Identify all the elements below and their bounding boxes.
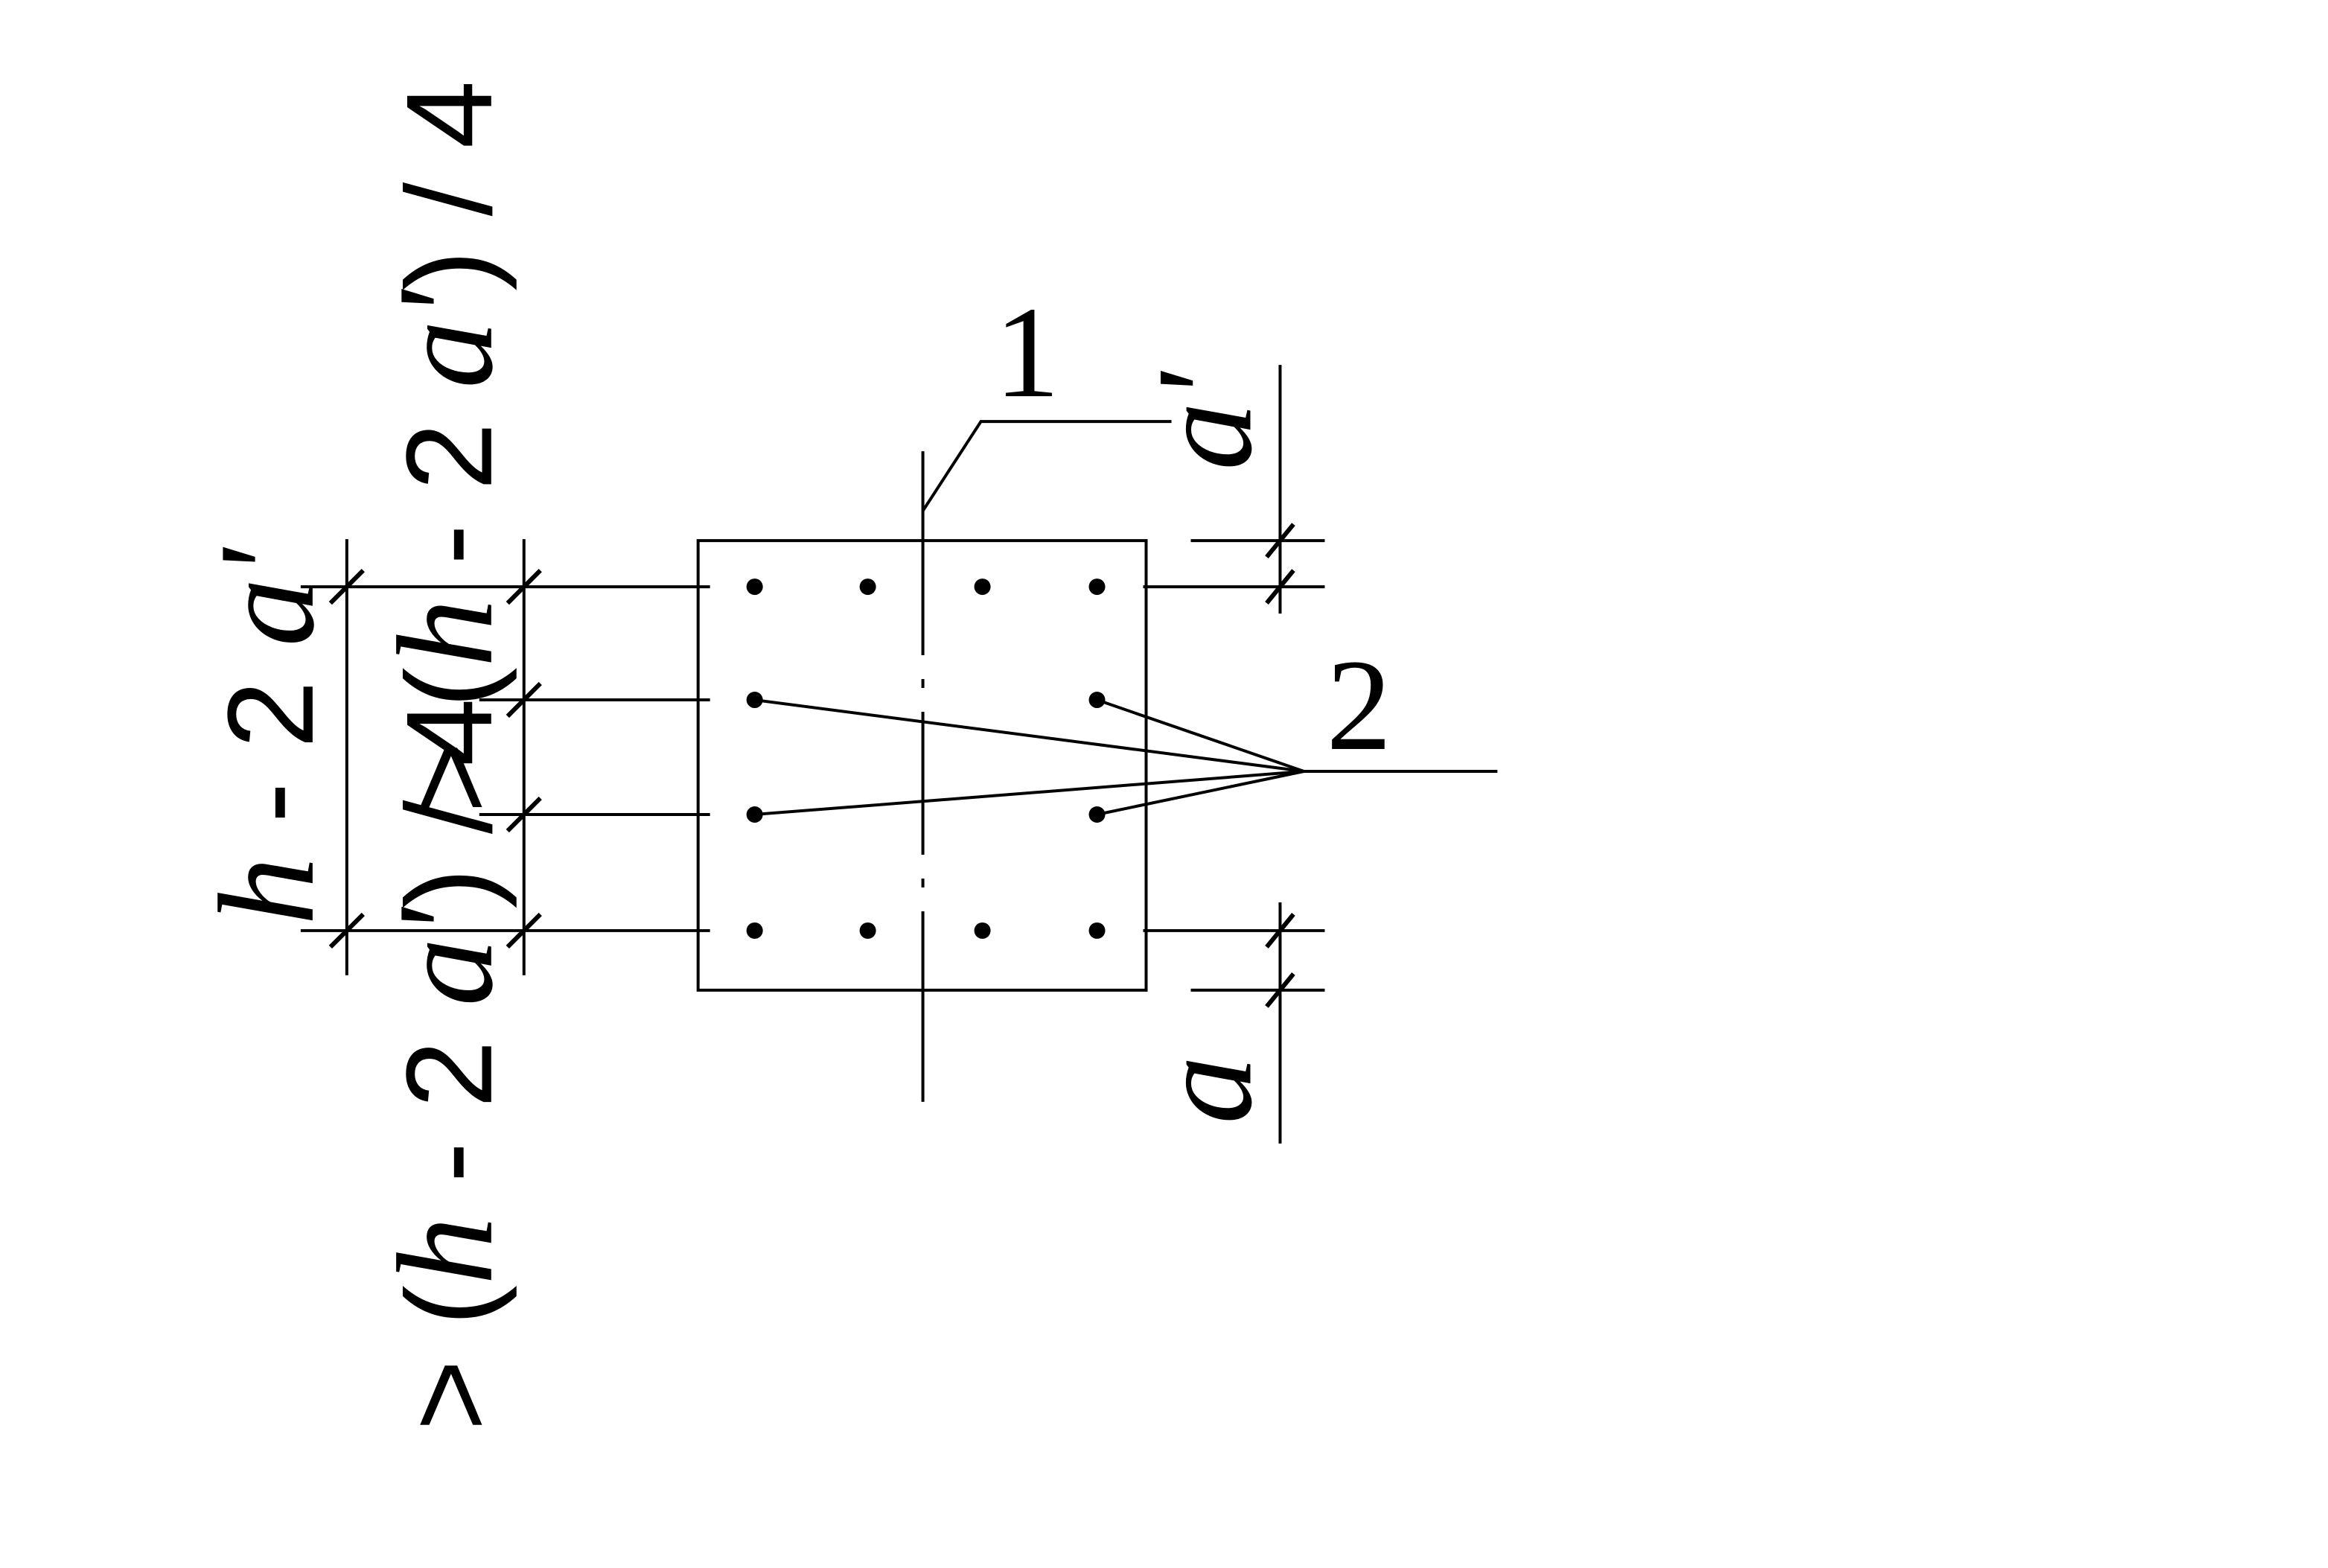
dimension-right: a' a: [1128, 365, 1325, 1144]
rebar-bottom-3: [974, 922, 991, 939]
label-2: 2: [1326, 633, 1391, 778]
leader-1: 1: [921, 280, 1172, 512]
rebar-top-4: [1088, 579, 1106, 596]
leader-2: 2: [754, 633, 1498, 816]
rebar-top-2: [859, 579, 876, 596]
rebar-bottom-4: [1088, 922, 1106, 939]
rebar-bottom-2: [859, 922, 876, 939]
rebar-bottom-1: [746, 922, 763, 939]
rebar-top-3: [974, 579, 991, 596]
lower-spacing-label: > (h - 2 a') / 4: [369, 698, 521, 1431]
upper-spacing-label: > (h - 2 a') / 4: [369, 80, 521, 813]
bottom-cover-label: a: [1128, 1056, 1280, 1124]
rebar-top-1: [746, 579, 763, 596]
overall-span-label: h - 2 a': [191, 547, 342, 925]
dimension-left: h - 2 a' > (h - 2 a') / 4 > (h - 2 a') /…: [191, 80, 710, 1431]
rebar-group: [746, 579, 1106, 939]
label-1: 1: [995, 280, 1060, 425]
top-cover-label: a': [1128, 371, 1280, 471]
